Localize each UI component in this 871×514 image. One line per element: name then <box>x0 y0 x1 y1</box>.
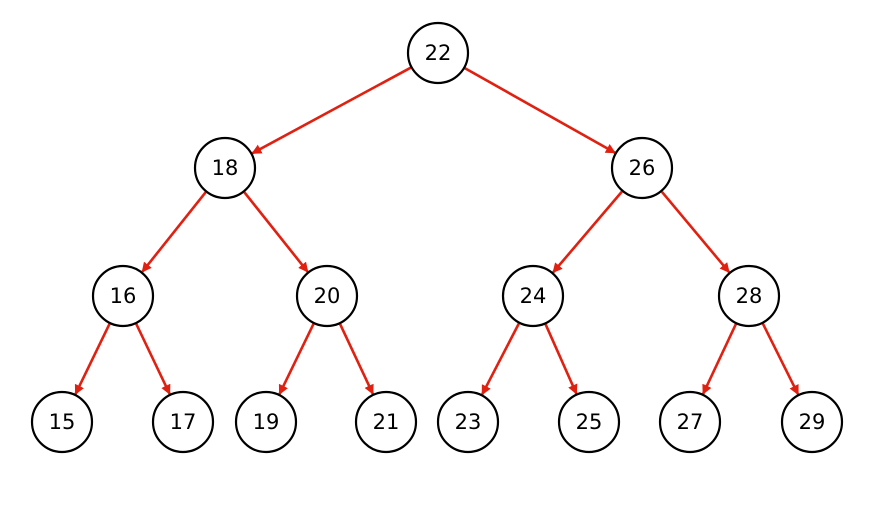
node-label: 28 <box>736 284 763 308</box>
node-circle <box>717 264 781 328</box>
edge-n28-n29 <box>761 323 800 396</box>
tree-node-19: 19 <box>234 390 298 454</box>
edge-n28-n27 <box>701 323 738 395</box>
tree-node-20: 20 <box>295 264 359 328</box>
tree-node-28: 28 <box>717 264 781 328</box>
node-label: 16 <box>110 284 137 308</box>
node-circle <box>780 390 844 454</box>
node-label: 22 <box>425 41 452 65</box>
edge-n26-n24 <box>552 190 623 274</box>
node-circle <box>193 136 257 200</box>
node-circle <box>557 390 621 454</box>
tree-node-18: 18 <box>193 136 257 200</box>
edge-n24-n23 <box>481 323 520 396</box>
node-circle <box>91 264 155 328</box>
tree-node-23: 23 <box>436 390 500 454</box>
edge-n20-n21 <box>338 323 375 395</box>
tree-node-15: 15 <box>30 390 94 454</box>
edge-n26-n28 <box>660 190 731 274</box>
edges-layer <box>74 66 800 396</box>
node-label: 20 <box>314 284 341 308</box>
tree-node-24: 24 <box>501 264 565 328</box>
tree-node-17: 17 <box>151 390 215 454</box>
node-label: 18 <box>212 156 239 180</box>
node-circle <box>406 21 470 85</box>
node-label: 15 <box>49 410 76 434</box>
edge-n24-n25 <box>544 323 578 395</box>
node-circle <box>610 136 674 200</box>
edge-n18-n16 <box>141 191 207 273</box>
node-label: 21 <box>373 410 400 434</box>
tree-node-22: 22 <box>406 21 470 85</box>
edge-n16-n15 <box>74 323 111 396</box>
nodes-layer: 22 18 26 16 20 24 28 15 17 19 21 23 25 27 29 <box>30 21 844 454</box>
node-label: 29 <box>799 410 826 434</box>
tree-node-27: 27 <box>658 390 722 454</box>
node-circle <box>658 390 722 454</box>
node-circle <box>151 390 215 454</box>
edge-n18-n20 <box>243 191 309 273</box>
node-label: 26 <box>629 156 656 180</box>
node-circle <box>30 390 94 454</box>
tree-node-16: 16 <box>91 264 155 328</box>
edge-n22-n26 <box>464 67 616 154</box>
node-circle <box>436 390 500 454</box>
node-label: 25 <box>576 410 603 434</box>
tree-node-25: 25 <box>557 390 621 454</box>
edge-n22-n18 <box>251 66 412 155</box>
edge-n16-n17 <box>135 323 171 395</box>
node-circle <box>354 390 418 454</box>
node-label: 19 <box>253 410 280 434</box>
tree-node-21: 21 <box>354 390 418 454</box>
node-label: 23 <box>455 410 482 434</box>
node-label: 17 <box>170 410 197 434</box>
tree-node-26: 26 <box>610 136 674 200</box>
node-label: 27 <box>677 410 704 434</box>
tree-node-29: 29 <box>780 390 844 454</box>
node-circle <box>295 264 359 328</box>
node-label: 24 <box>520 284 547 308</box>
edge-n20-n19 <box>278 323 315 396</box>
node-circle <box>501 264 565 328</box>
node-circle <box>234 390 298 454</box>
